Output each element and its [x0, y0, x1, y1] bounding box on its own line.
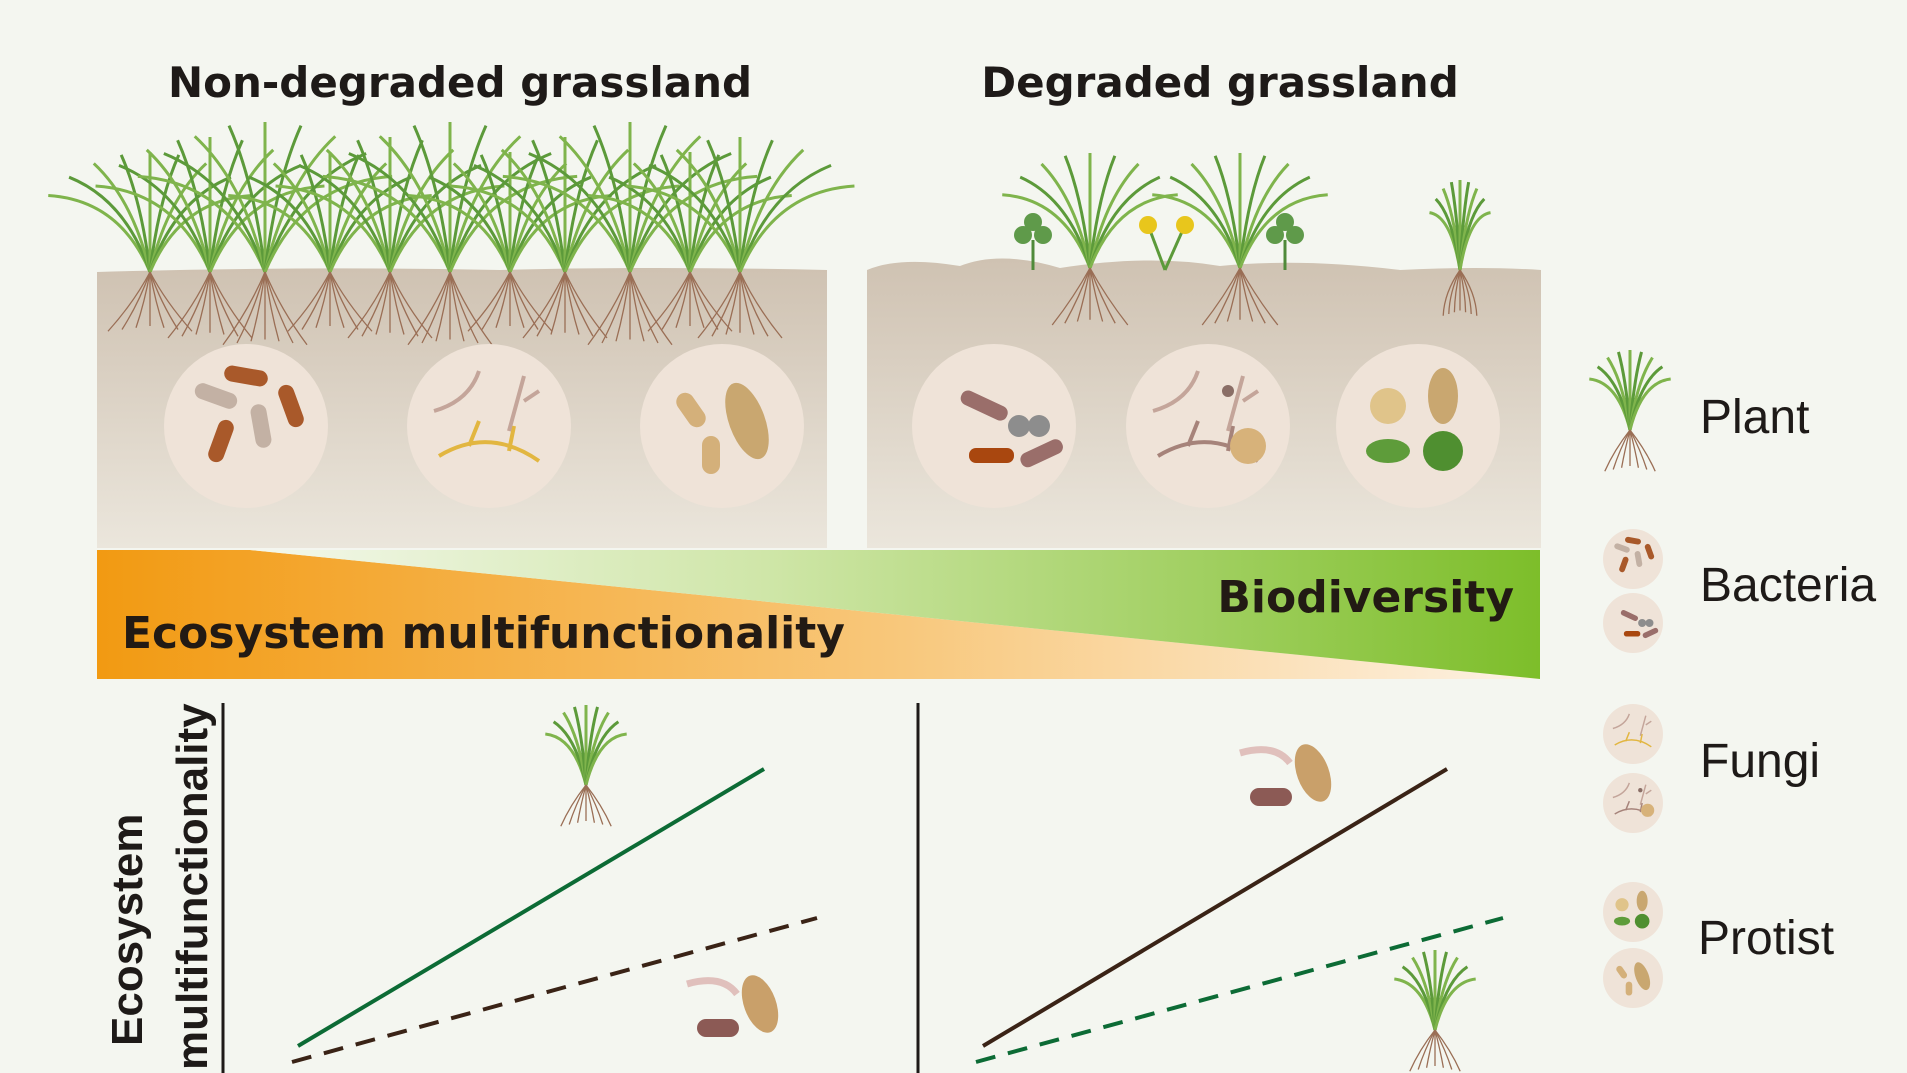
bacteria-icon	[1603, 529, 1663, 589]
sparse-vegetation	[1002, 153, 1491, 326]
fungi-circle	[407, 344, 571, 508]
plant-icon	[545, 705, 627, 827]
microbe-circles	[164, 344, 1500, 508]
microbes-icon	[1239, 744, 1332, 806]
bacteria-icon	[1603, 593, 1663, 653]
degraded-title: Degraded grassland	[981, 58, 1459, 107]
grass-tuft-icon	[1152, 153, 1328, 326]
fungi-icon	[1603, 773, 1663, 833]
biodiversity-label: Biodiversity	[1217, 572, 1514, 623]
protist-icon	[1603, 948, 1663, 1008]
legend-protist-label: Protist	[1698, 912, 1834, 965]
forb-icon	[1014, 213, 1052, 270]
left-microbe-dashed-line	[291, 916, 818, 1064]
protist-circle	[640, 344, 804, 508]
right-plant-dashed-line	[975, 916, 1504, 1064]
yellow-flower-icon	[1139, 216, 1167, 271]
non-degraded-title: Non-degraded grassland	[168, 58, 752, 107]
legend: Plant Bacteria Fungi Protist	[1589, 350, 1876, 1008]
yellow-flower-icon	[1163, 216, 1194, 271]
bacteria-circle	[912, 344, 1076, 508]
right-microbe-solid-line	[981, 767, 1449, 1048]
dense-grass	[48, 122, 855, 346]
gradient-band: Ecosystem multifunctionality Biodiversit…	[97, 550, 1540, 679]
microbes-icon	[686, 975, 779, 1037]
grass-tuft-icon	[588, 152, 792, 332]
fungi-icon	[1603, 704, 1663, 764]
legend-fungi-label: Fungi	[1700, 735, 1820, 788]
forb-icon	[1266, 213, 1304, 270]
fungi-circle	[1126, 344, 1290, 508]
plot-icons	[545, 705, 1476, 1072]
plant-icon	[1589, 350, 1671, 472]
ecosystem-wedge	[97, 550, 1540, 679]
legend-plant-label: Plant	[1700, 391, 1809, 444]
legend-bacteria-label: Bacteria	[1700, 559, 1876, 612]
biodiversity-wedge	[250, 550, 1540, 679]
bacteria-circle	[164, 344, 328, 508]
ecosystem-multifunctionality-label: Ecosystem multifunctionality	[122, 608, 845, 659]
sedge-icon	[1429, 180, 1491, 316]
y-axis-label: Ecosystem multifunctionality	[103, 703, 217, 1070]
y-axis-label-line2: multifunctionality	[168, 703, 217, 1070]
protist-icon	[1603, 882, 1663, 942]
left-plant-solid-line	[296, 767, 766, 1048]
y-axis-label-line1: Ecosystem	[103, 814, 152, 1046]
grass-tuft-icon	[137, 122, 393, 346]
grass-tuft-icon	[502, 122, 758, 346]
plant-icon	[1394, 950, 1476, 1072]
protist-circle	[1336, 344, 1500, 508]
grass-tuft-icon	[1002, 153, 1178, 326]
grass-tuft-icon	[625, 137, 855, 339]
